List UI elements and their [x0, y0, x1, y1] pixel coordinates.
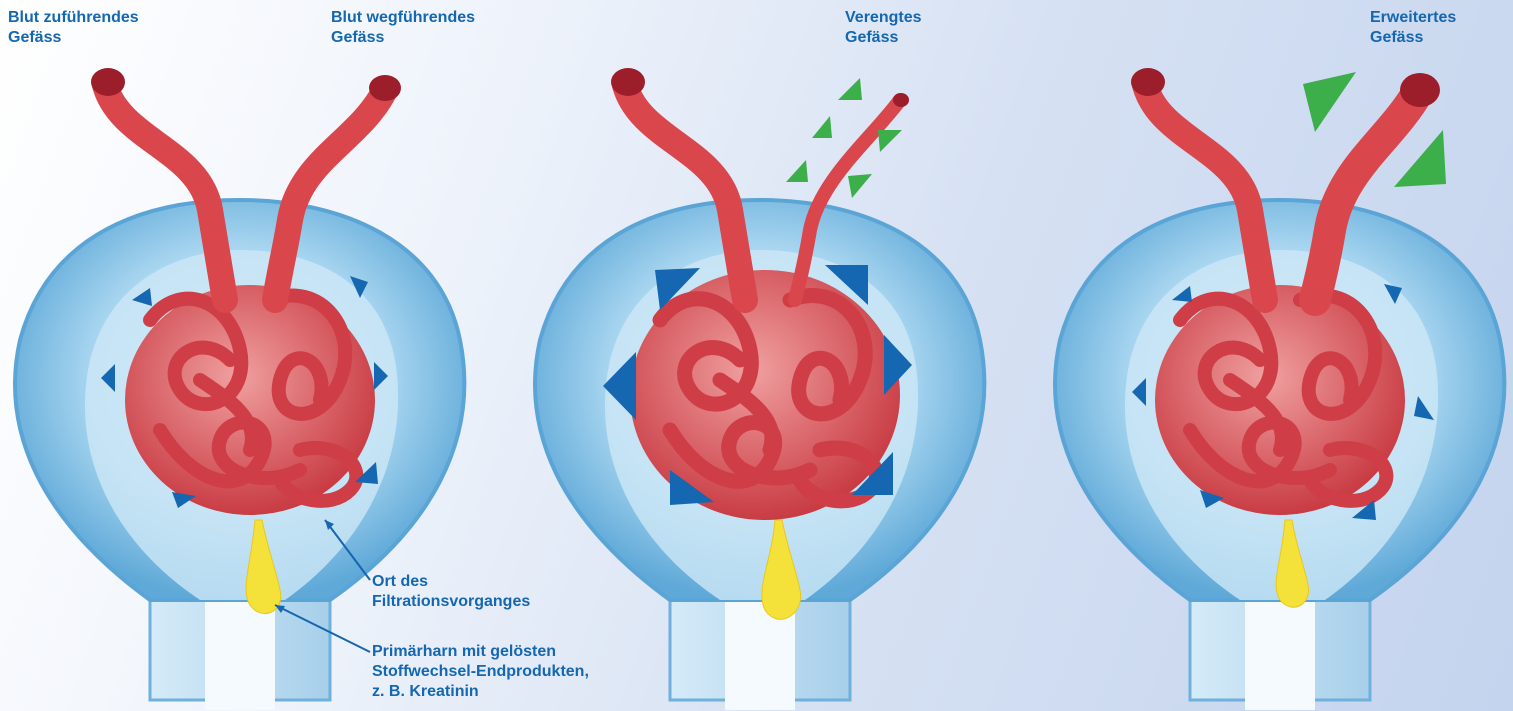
- label-primary-urine: Primärharn mit gelösten Stoffwechsel-End…: [372, 642, 589, 702]
- dilation-arrow: [1303, 72, 1356, 132]
- panel-constricted: [535, 68, 984, 710]
- label-filtration-line1: Ort des: [372, 572, 530, 592]
- label-efferent-line2: Gefäss: [331, 28, 475, 48]
- label-efferent-vessel: Blut wegführendes Gefäss: [331, 8, 475, 48]
- label-afferent-line2: Gefäss: [8, 28, 139, 48]
- glomerulus: [125, 285, 375, 515]
- panel-dilated: [1055, 68, 1504, 710]
- constriction-arrow: [878, 130, 902, 152]
- label-constricted-line1: Verengtes: [845, 8, 921, 28]
- constriction-arrow: [838, 78, 862, 100]
- label-urine-line2: Stoffwechsel-Endprodukten,: [372, 662, 589, 682]
- constriction-arrow: [848, 174, 872, 198]
- label-efferent-line1: Blut wegführendes: [331, 8, 475, 28]
- label-constricted-vessel: Verengtes Gefäss: [845, 8, 921, 48]
- glomerulus: [1155, 285, 1405, 515]
- vessel-arrows: [786, 78, 902, 198]
- label-constricted-line2: Gefäss: [845, 28, 921, 48]
- panel-normal: [15, 68, 464, 710]
- label-urine-line3: z. B. Kreatinin: [372, 682, 589, 702]
- label-dilated-line2: Gefäss: [1370, 28, 1456, 48]
- label-dilated-vessel: Erweitertes Gefäss: [1370, 8, 1456, 48]
- label-afferent-vessel: Blut zuführendes Gefäss: [8, 8, 139, 48]
- label-afferent-line1: Blut zuführendes: [8, 8, 139, 28]
- label-filtration-site: Ort des Filtrationsvorganges: [372, 572, 530, 612]
- label-urine-line1: Primärharn mit gelösten: [372, 642, 589, 662]
- label-dilated-line1: Erweitertes: [1370, 8, 1456, 28]
- constriction-arrow: [786, 160, 808, 182]
- constriction-arrow: [812, 116, 832, 138]
- label-filtration-line2: Filtrationsvorganges: [372, 592, 530, 612]
